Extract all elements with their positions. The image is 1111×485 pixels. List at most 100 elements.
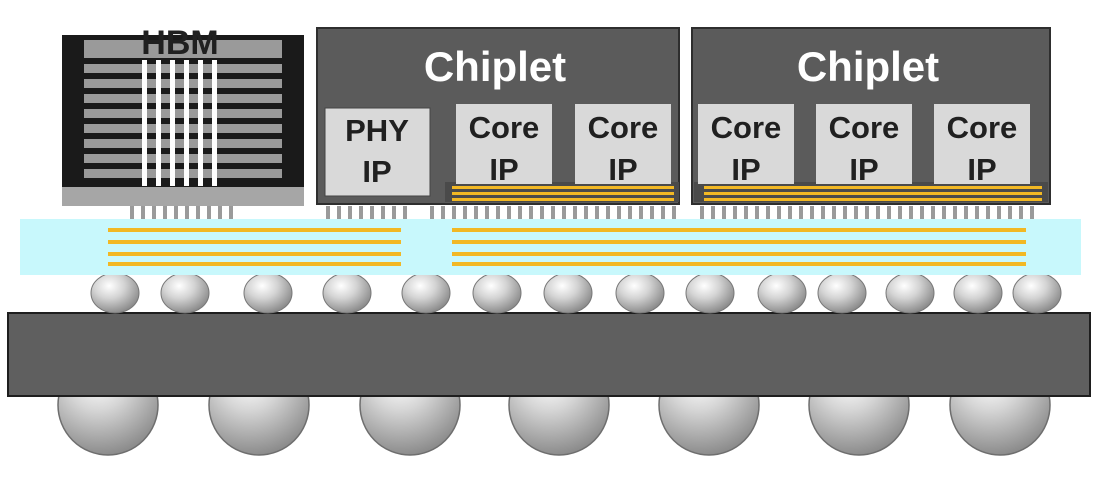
ip-block-label-line2: IP [362,154,391,189]
ip-block-label-line2: IP [731,152,760,187]
micro-bump [463,206,467,219]
micro-bump [744,206,748,219]
micro-bump [163,206,167,219]
micro-bump [700,206,704,219]
micro-bump [562,206,566,219]
micro-bump [964,206,968,219]
micro-bump [975,206,979,219]
hbm-tsv-column [212,60,217,186]
micro-bump [207,206,211,219]
ip-block-core [698,104,794,184]
hbm-die-layers [84,40,282,178]
package-substrate-group [7,312,1091,456]
interposer-wire [452,228,1026,232]
micro-bump [799,206,803,219]
micro-bump [518,206,522,219]
micro-bump [474,206,478,219]
ip-block-label-line1: Core [469,110,540,145]
hbm-tsv-columns [142,60,217,186]
micro-bump [854,206,858,219]
micro-bump [898,206,902,219]
micro-bump [595,206,599,219]
hbm-stack: HBM [62,24,304,206]
micro-bump [865,206,869,219]
hbm-tsv-column [156,60,161,186]
ip-block-label-line1: Core [588,110,659,145]
micro-bump [986,206,990,219]
micro-bump [832,206,836,219]
c4-bump [1012,272,1062,314]
micro-bump [348,206,352,219]
micro-bump [337,206,341,219]
micro-bump [997,206,1001,219]
micro-bump [931,206,935,219]
micro-bump [766,206,770,219]
ip-block-label-line1: PHY [345,113,409,148]
chiplet-wiring [452,186,674,201]
micro-bump [843,206,847,219]
c4-bump [685,272,735,314]
micro-bump [359,206,363,219]
micro-bump [441,206,445,219]
ip-block-label-line2: IP [489,152,518,187]
micro-bump [584,206,588,219]
hbm-label: HBM [141,24,218,62]
micro-bump [551,206,555,219]
c4-bump-row [90,272,1062,314]
micro-bump-row [130,206,1034,219]
micro-bump [403,206,407,219]
hbm-die-layer [84,124,282,133]
micro-bump [392,206,396,219]
micro-bump [628,206,632,219]
micro-bump [174,206,178,219]
hbm-die-layer [84,109,282,118]
chiplet-left: Chiplet PHY IP Core IP Core IP [316,27,680,205]
c4-bump [885,272,935,314]
ip-block-core [575,104,671,184]
interposer-wire [452,240,1026,244]
ip-block-label-line2: IP [967,152,996,187]
hbm-top-die [84,40,282,58]
ip-block-label-line1: Core [947,110,1018,145]
c4-bump [543,272,593,314]
micro-bump [711,206,715,219]
micro-bump [777,206,781,219]
micro-bump [1008,206,1012,219]
micro-bump [381,206,385,219]
micro-bump [755,206,759,219]
micro-bump [876,206,880,219]
hbm-tsv-column [198,60,203,186]
micro-bump [573,206,577,219]
micro-bump [639,206,643,219]
micro-bump [920,206,924,219]
ip-block-core [816,104,912,184]
c4-bump [757,272,807,314]
hbm-tsv-column [184,60,189,186]
ip-block-core [934,104,1030,184]
micro-bump [485,206,489,219]
micro-bump [452,206,456,219]
c4-bump [160,272,210,314]
ip-block-label-line1: Core [829,110,900,145]
hbm-base [62,186,304,206]
hbm-die-layer [84,139,282,148]
c4-bump [322,272,372,314]
micro-bump [617,206,621,219]
interposer-wire [108,252,401,256]
micro-bump [496,206,500,219]
micro-bump [650,206,654,219]
hbm-tsv-column [142,60,147,186]
micro-bump [141,206,145,219]
c4-bump [817,272,867,314]
c4-bump [472,272,522,314]
interposer-wiring [108,228,1026,266]
micro-bump [540,206,544,219]
hbm-die-layer [84,64,282,73]
micro-bump [529,206,533,219]
hbm-die-layer [84,169,282,178]
micro-bump [130,206,134,219]
chiplet-title: Chiplet [797,43,939,90]
micro-bump [953,206,957,219]
micro-bump [507,206,511,219]
